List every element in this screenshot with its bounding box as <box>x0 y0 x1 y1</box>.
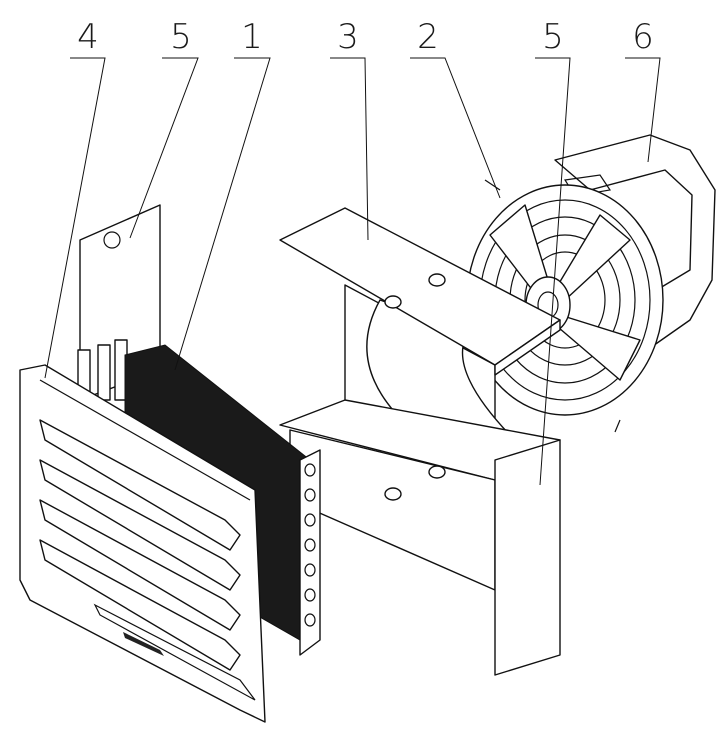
callout-label-6: 6 <box>632 17 654 57</box>
callout-label-1: 1 <box>241 17 263 57</box>
callout-label-5-left: 5 <box>170 17 192 57</box>
side-panel-part-5-right <box>494 439 561 676</box>
callout-label-2: 2 <box>417 17 439 57</box>
leader-lines <box>44 57 661 486</box>
tube-ends <box>304 463 316 627</box>
front-panel-part-4 <box>19 364 266 723</box>
callout-label-4: 4 <box>77 17 99 57</box>
callout-label-5-right: 5 <box>542 17 564 57</box>
callout-label-3: 3 <box>337 17 359 57</box>
housing-part-3 <box>279 207 561 591</box>
ballu-logo <box>123 632 164 656</box>
